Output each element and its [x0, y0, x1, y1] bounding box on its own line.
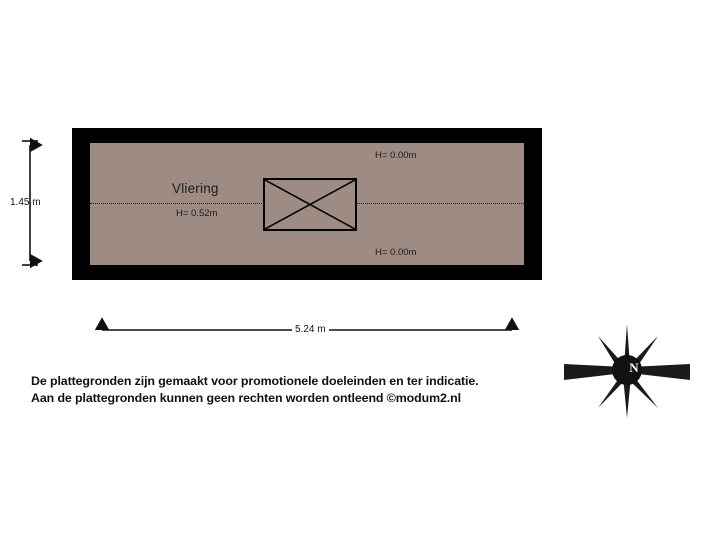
height-label-top: H= 0.00m — [375, 150, 417, 161]
height-label-bottom: H= 0.00m — [375, 247, 417, 258]
horizontal-dimension-label: 5.24 m — [292, 324, 329, 335]
disclaimer-line-2: Aan de plattegronden kunnen geen rechten… — [31, 391, 461, 405]
vertical-dimension-arrow — [22, 137, 43, 269]
hatch-cross-icon — [265, 180, 355, 229]
height-label-center: H= 0.52m — [176, 208, 218, 219]
disclaimer-text: De plattegronden zijn gemaakt voor promo… — [31, 373, 591, 407]
vertical-dimension-label: 1.45 m — [10, 197, 41, 208]
disclaimer-line-1: De plattegronden zijn gemaakt voor promo… — [31, 374, 479, 388]
compass-north-label: N — [629, 360, 639, 375]
room-label-vliering: Vliering — [172, 181, 219, 196]
roof-hatch-box — [263, 178, 357, 231]
compass-rose-icon — [564, 324, 690, 418]
